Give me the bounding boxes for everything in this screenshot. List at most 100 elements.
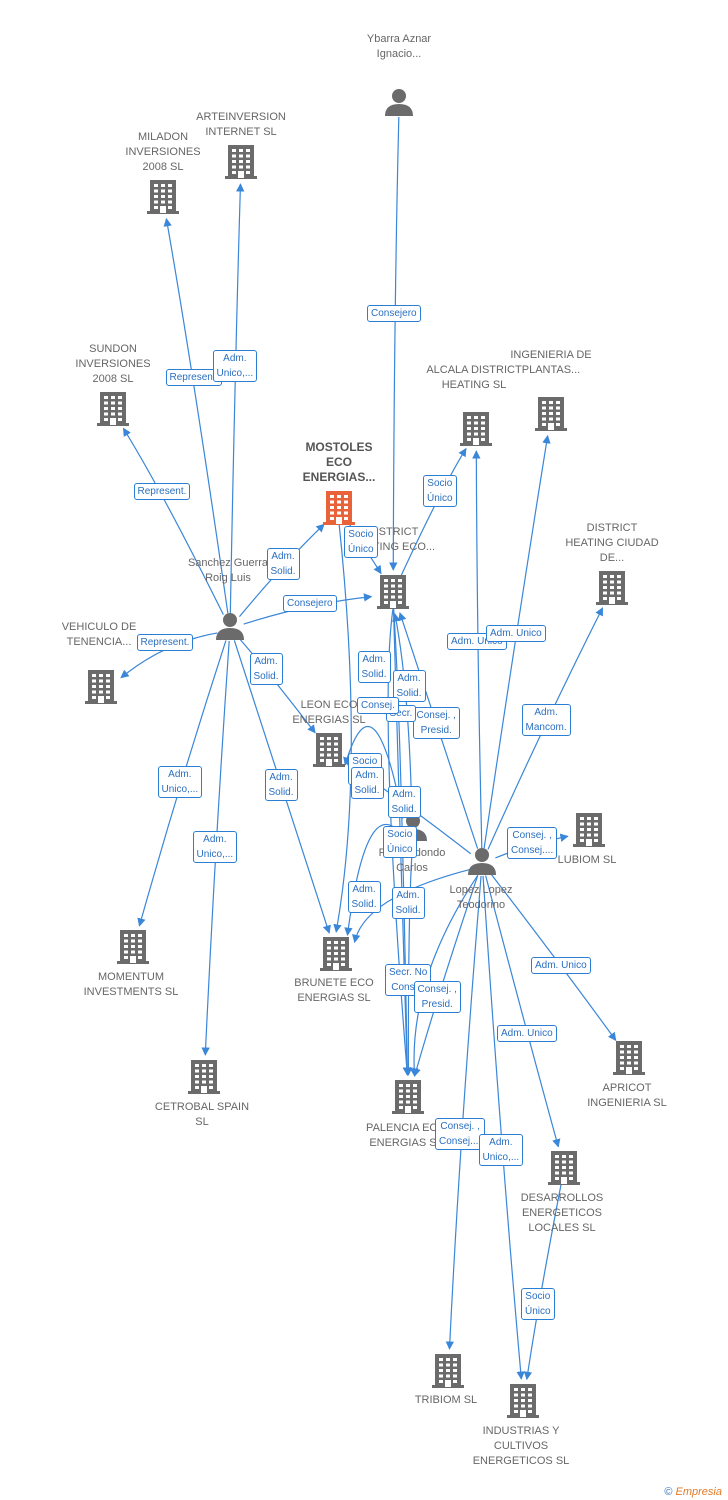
edge-label-line: Único: [525, 1306, 551, 1317]
building-icon[interactable]: [460, 412, 492, 446]
edge-label[interactable]: Represent.: [133, 482, 191, 500]
edge-label-line: Adm.: [203, 834, 227, 845]
edge-label[interactable]: Adm. Solid.: [264, 769, 298, 801]
edge-label[interactable]: Consej. ,Consej....: [435, 1118, 486, 1150]
edge-label-line: Solid.: [268, 787, 294, 798]
building-icon[interactable]: [320, 937, 352, 971]
node-label-sundon[interactable]: SUNDON INVERSIONES 2008 SL: [75, 343, 151, 385]
edge-label-line: Solid.: [361, 669, 387, 680]
building-icon[interactable]: [535, 397, 567, 431]
building-icon[interactable]: [323, 491, 355, 525]
node-label-ybarra[interactable]: Ybarra Aznar Ignacio...: [366, 33, 432, 60]
empresia-logo[interactable]: Empresia: [675, 1486, 722, 1498]
edge-label-line: Secr. No: [389, 967, 428, 978]
building-icon[interactable]: [97, 392, 129, 426]
node-label-arteinversion[interactable]: ARTEINVERSION INTERNET SL: [196, 111, 286, 138]
edge-label[interactable]: Adm.Unico,...: [478, 1134, 524, 1166]
person-icon[interactable]: [468, 848, 496, 875]
building-icon[interactable]: [117, 930, 149, 964]
building-icon[interactable]: [507, 1384, 539, 1418]
building-icon[interactable]: [188, 1060, 220, 1094]
edge-label-line: Unico,...: [161, 784, 199, 795]
edge-label-line: Único: [387, 844, 413, 855]
node-label-miladon[interactable]: MILADON INVERSIONES 2008 SL: [125, 131, 201, 173]
edge-label-line: Adm.: [271, 551, 295, 562]
node-label-tribiom[interactable]: TRIBIOM SL: [414, 1394, 478, 1406]
edge-label[interactable]: Adm. Unico: [486, 624, 546, 642]
edge-label-line: Consej. ,: [416, 710, 456, 721]
edge-ybarra-to-district_eco: [389, 116, 400, 571]
edge-label-line: Consej....: [439, 1136, 482, 1147]
node-label-palencia[interactable]: PALENCIA ECO ENERGIAS SL: [366, 1122, 446, 1149]
edge-carlos-to-palencia: [404, 841, 414, 1076]
building-icon[interactable]: [313, 733, 345, 767]
edge-label-line: Adm.: [355, 770, 379, 781]
edge-label[interactable]: Adm. Unico: [497, 1024, 557, 1042]
edge-label[interactable]: Represent.: [136, 633, 194, 651]
edge-label-line: Adm.: [269, 772, 293, 783]
node-label-brunete[interactable]: BRUNETE ECO ENERGIAS SL: [294, 977, 374, 1004]
node-label-mostoles[interactable]: MOSTOLES ECO ENERGIAS...: [302, 440, 376, 484]
edge-label[interactable]: Consej.: [357, 696, 399, 714]
node-label-vehiculo[interactable]: VEHICULO DE TENENCIA...: [61, 621, 137, 648]
edge-label-line: Adm.: [352, 884, 376, 895]
person-icon[interactable]: [385, 89, 413, 116]
building-icon[interactable]: [147, 180, 179, 214]
edge-label[interactable]: Adm. Unico: [531, 956, 591, 974]
edge-label-line: Mancom.: [525, 722, 567, 733]
edge-label[interactable]: Adm.Solid.: [357, 651, 391, 683]
edge-label[interactable]: Adm. Unico,...: [192, 831, 238, 863]
node-label-apricot[interactable]: APRICOT INGENIERIA SL: [587, 1082, 667, 1109]
edge-label[interactable]: Consejero: [367, 304, 421, 322]
person-icon[interactable]: [216, 613, 244, 640]
building-icon[interactable]: [573, 813, 605, 847]
building-icon[interactable]: [377, 575, 409, 609]
edge-label[interactable]: Adm.Solid.: [249, 653, 283, 685]
edge-label[interactable]: Adm.Solid.: [392, 670, 426, 702]
edge-label[interactable]: Adm.Mancom.: [521, 704, 571, 736]
edge-label[interactable]: Adm.Solid.: [350, 767, 384, 799]
node-label-industrias[interactable]: INDUSTRIAS Y CULTIVOS ENERGETICOS SL: [472, 1425, 570, 1467]
building-icon[interactable]: [613, 1041, 645, 1075]
edge-label-line: Socio: [387, 829, 413, 840]
edge-label-line: Socio: [525, 1291, 551, 1302]
edge-label-line: Socio: [348, 529, 374, 540]
edge-label[interactable]: Consejero: [283, 594, 337, 612]
edge-label[interactable]: Represent.: [165, 368, 223, 386]
building-icon[interactable]: [432, 1354, 464, 1388]
edge-label[interactable]: Adm.Solid.: [347, 881, 381, 913]
building-icon[interactable]: [596, 571, 628, 605]
building-icon[interactable]: [225, 145, 257, 179]
edge-label[interactable]: Consej. ,Consej....: [507, 827, 558, 859]
edge-lopez-to-desarrollos: [485, 875, 561, 1148]
node-label-desarrollos[interactable]: DESARROLLOS ENERGETICOS LOCALES SL: [520, 1192, 604, 1234]
building-icon[interactable]: [392, 1080, 424, 1114]
node-label-momentum[interactable]: MOMENTUM INVESTMENTS SL: [83, 971, 179, 998]
edge-label-line: Adm.: [254, 656, 278, 667]
building-icon[interactable]: [548, 1151, 580, 1185]
edge-label[interactable]: Consej. ,Presid.: [413, 981, 461, 1013]
edge-label[interactable]: Adm.Solid.: [387, 786, 421, 818]
node-label-cetrobal[interactable]: CETROBAL SPAIN SL: [154, 1101, 250, 1128]
node-label-sanchez[interactable]: Sanchez Guerra Roig Luis: [187, 557, 269, 584]
node-label-lubiom[interactable]: LUBIOM SL: [557, 854, 617, 866]
node-label-alcala[interactable]: ALCALA DISTRICT HEATING SL: [426, 364, 522, 391]
edge-label-line: Unico,...: [196, 849, 234, 860]
node-label-ingenieria[interactable]: INGENIERIA DE PLANTAS...: [510, 349, 592, 376]
building-icon[interactable]: [85, 670, 117, 704]
node-label-lopez[interactable]: Lopez Lopez Teodorino: [449, 884, 513, 911]
node-label-leon[interactable]: LEON ECO ENERGIAS SL: [292, 699, 366, 726]
edge-label-line: Presid.: [420, 725, 452, 736]
footer: © Empresia: [664, 1486, 722, 1498]
copyright-icon: ©: [664, 1486, 673, 1498]
edge-label[interactable]: Adm.Solid.: [266, 548, 300, 580]
edge-label[interactable]: Adm.Unico,...: [157, 766, 203, 798]
edge-label[interactable]: Consej. , Presid.: [412, 707, 460, 739]
edge-label[interactable]: Adm.Unico,...: [212, 350, 258, 382]
edge-label[interactable]: Adm.Solid.: [391, 887, 425, 919]
node-label-district_ciudad[interactable]: DISTRICT HEATING CIUDAD DE...: [565, 522, 659, 564]
